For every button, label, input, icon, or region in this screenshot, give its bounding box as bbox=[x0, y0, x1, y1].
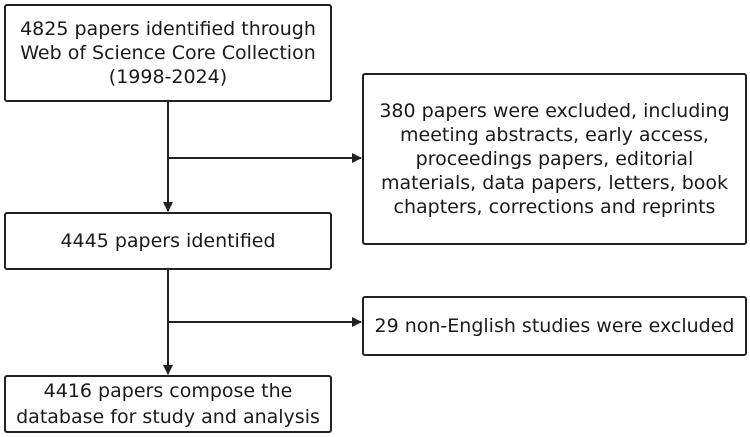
identified-after-text: 4445 papers identified bbox=[60, 230, 276, 252]
excluded-language-text: 29 non-English studies were excluded bbox=[374, 315, 735, 337]
excluded-types-text: 380 papers were excluded, including meet… bbox=[379, 100, 730, 218]
identified-initial-text: 4825 papers identified through Web of Sc… bbox=[20, 18, 316, 88]
final-database-box: 4416 papers compose the database for stu… bbox=[4, 375, 332, 433]
final-database-text: 4416 papers compose the database for stu… bbox=[16, 380, 320, 428]
identified-initial-box: 4825 papers identified through Web of Sc… bbox=[4, 4, 332, 102]
excluded-language-box: 29 non-English studies were excluded bbox=[362, 296, 747, 356]
identified-after-box: 4445 papers identified bbox=[4, 212, 332, 270]
excluded-types-box: 380 papers were excluded, including meet… bbox=[362, 73, 747, 245]
